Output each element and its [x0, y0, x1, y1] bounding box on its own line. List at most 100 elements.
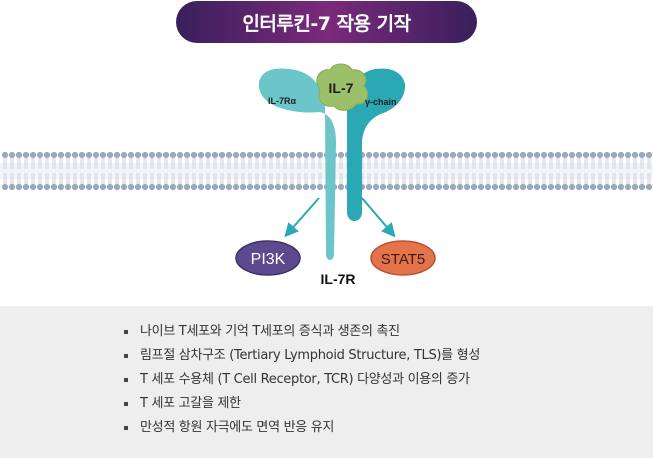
- lipid-head: [29, 183, 37, 191]
- lipid-tail: [45, 173, 49, 184]
- lipid-head: [92, 151, 100, 159]
- lipid-head: [78, 151, 86, 159]
- lipid-tail: [276, 173, 280, 184]
- lipid-tail: [437, 158, 441, 169]
- lipid-head: [491, 183, 499, 191]
- lipid-head: [134, 151, 142, 159]
- lipid-head: [113, 183, 121, 191]
- il7-ligand-icon: [316, 63, 369, 111]
- lipid-head: [414, 183, 422, 191]
- lipid-tail: [514, 173, 518, 184]
- lipid-tail: [486, 158, 490, 169]
- lipid-head: [442, 151, 450, 159]
- lipid-tail: [52, 173, 56, 184]
- lipid-head: [624, 151, 632, 159]
- lipid-tail: [178, 173, 182, 184]
- function-summary-box: 나이브 T세포와 기억 T세포의 증식과 생존의 촉진 림프절 삼차구조 (Te…: [0, 306, 653, 458]
- lipid-tail: [640, 173, 644, 184]
- gamma-chain-label: γ-chain: [365, 97, 397, 107]
- lipid-tail: [297, 173, 301, 184]
- lipid-tail: [290, 158, 294, 169]
- lipid-tail: [465, 158, 469, 169]
- lipid-head: [246, 151, 254, 159]
- lipid-head: [1, 183, 9, 191]
- lipid-head: [435, 183, 443, 191]
- lipid-head: [561, 151, 569, 159]
- lipid-head: [589, 151, 597, 159]
- lipid-tail: [500, 158, 504, 169]
- lipid-head: [575, 151, 583, 159]
- lipid-head: [176, 151, 184, 159]
- lipid-tail: [549, 158, 553, 169]
- lipid-head: [29, 151, 37, 159]
- lipid-head: [190, 183, 198, 191]
- lipid-tail: [283, 158, 287, 169]
- lipid-tail: [311, 158, 315, 169]
- lipid-tail: [3, 173, 7, 184]
- lipid-head: [302, 183, 310, 191]
- lipid-tail: [31, 158, 35, 169]
- lipid-head: [281, 151, 289, 159]
- lipid-tail: [66, 158, 70, 169]
- lipid-tail: [374, 173, 378, 184]
- lipid-head: [505, 183, 513, 191]
- lipid-tail: [185, 173, 189, 184]
- lipid-head: [463, 151, 471, 159]
- lipid-head: [15, 183, 23, 191]
- lipid-tail: [269, 158, 273, 169]
- lipid-tail: [248, 173, 252, 184]
- lipid-head: [281, 183, 289, 191]
- lipid-tail: [73, 173, 77, 184]
- lipid-head: [365, 183, 373, 191]
- stat5-label: STAT5: [381, 251, 425, 268]
- lipid-head: [645, 151, 653, 159]
- lipid-head: [92, 183, 100, 191]
- lipid-tail: [563, 158, 567, 169]
- lipid-tail: [367, 158, 371, 169]
- lipid-tail: [458, 173, 462, 184]
- lipid-head: [631, 151, 639, 159]
- lipid-head: [372, 183, 380, 191]
- lipid-head: [456, 151, 464, 159]
- lipid-tail: [31, 173, 35, 184]
- lipid-tail: [388, 158, 392, 169]
- stat5-node: [370, 240, 436, 276]
- lipid-tail: [290, 173, 294, 184]
- lipid-tail: [283, 173, 287, 184]
- lipid-head: [295, 151, 303, 159]
- lipid-tail: [220, 158, 224, 169]
- lipid-tail: [444, 158, 448, 169]
- lipid-head: [505, 151, 513, 159]
- lipid-tail: [143, 158, 147, 169]
- lipid-tail: [339, 173, 343, 184]
- lipid-head: [491, 151, 499, 159]
- list-item: 만성적 항원 자극에도 면역 반응 유지: [124, 416, 480, 440]
- lipid-tail: [164, 173, 168, 184]
- lipid-tail: [150, 158, 154, 169]
- lipid-tail: [416, 173, 420, 184]
- lipid-head: [302, 151, 310, 159]
- lipid-head: [435, 151, 443, 159]
- lipid-tail: [542, 173, 546, 184]
- lipid-head: [449, 151, 457, 159]
- list-item: T 세포 수용체 (T Cell Receptor, TCR) 다양성과 이용의…: [124, 368, 480, 392]
- lipid-tail: [24, 173, 28, 184]
- lipid-head: [568, 183, 576, 191]
- lipid-head: [582, 151, 590, 159]
- lipid-head: [449, 183, 457, 191]
- lipid-head: [288, 183, 296, 191]
- lipid-tail: [227, 158, 231, 169]
- lipid-tail: [157, 173, 161, 184]
- lipid-tail: [472, 173, 476, 184]
- lipid-tail: [199, 173, 203, 184]
- lipid-head: [22, 151, 30, 159]
- lipid-head: [512, 183, 520, 191]
- lipid-head: [596, 183, 604, 191]
- lipid-head: [533, 183, 541, 191]
- lipid-tail: [374, 158, 378, 169]
- lipid-head: [421, 151, 429, 159]
- lipid-tail: [101, 173, 105, 184]
- pi3k-node: [235, 240, 301, 276]
- lipid-head: [267, 183, 275, 191]
- lipid-head: [64, 183, 72, 191]
